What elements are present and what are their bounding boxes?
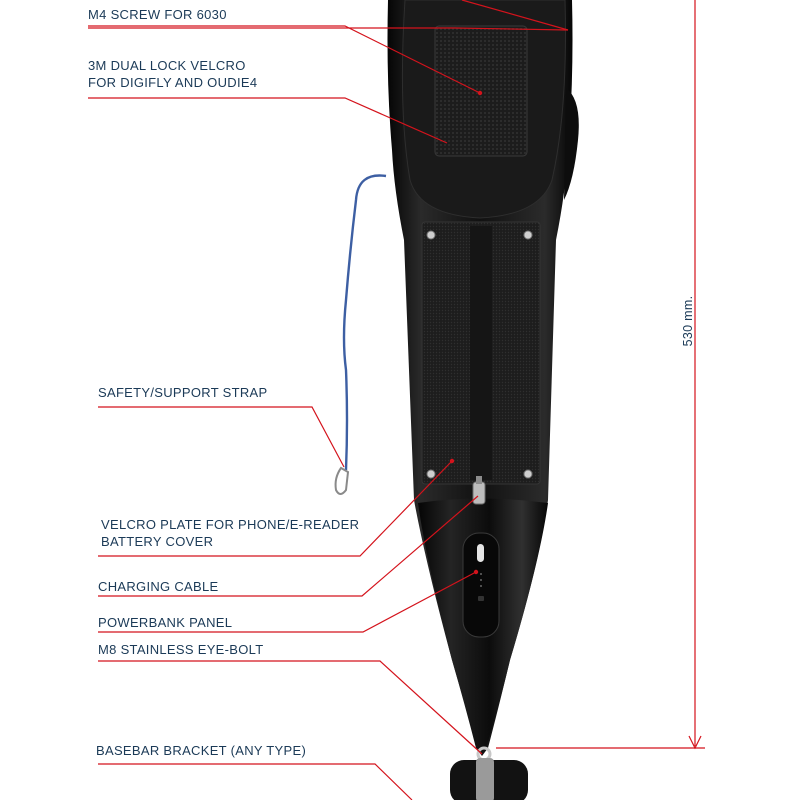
leader-charging-cable: [98, 495, 479, 597]
plate-screw: [523, 469, 533, 479]
leader-dot: [449, 458, 455, 464]
label-charging-cable: CHARGING CABLE: [98, 579, 219, 594]
label-powerbank-panel: POWERBANK PANEL: [98, 615, 233, 630]
safety-strap: [342, 174, 387, 471]
led-dot: [480, 585, 482, 587]
plate-screw: [426, 230, 436, 240]
label-dual-lock-line1: 3M DUAL LOCK VELCRO: [88, 58, 246, 73]
leader-velcro-plate: [98, 460, 453, 557]
leader-dot: [477, 90, 483, 96]
dual-lock-velcro-pad: [434, 25, 528, 157]
velcro-plate-center-strip: [470, 226, 492, 480]
label-eye-bolt: M8 STAINLESS EYE-BOLT: [98, 642, 264, 657]
leader-m4-screw: [88, 27, 569, 31]
leader-dual-lock-upper: [88, 25, 481, 94]
leader-m4-screw-top: [461, 0, 569, 31]
led-dot: [480, 579, 482, 581]
dimension-arrow: [688, 735, 702, 750]
label-safety-strap: SAFETY/SUPPORT STRAP: [98, 385, 268, 400]
side-bulge: [564, 88, 579, 200]
dimension-label: 530 mm.: [681, 295, 695, 347]
leader-basebar: [98, 763, 413, 801]
label-basebar-bracket: BASEBAR BRACKET (ANY TYPE): [96, 743, 307, 758]
label-m4-screw: M4 SCREW FOR 6030: [88, 7, 227, 22]
leader-safety-strap: [98, 406, 345, 468]
label-velcro-plate-line1: VELCRO PLATE FOR PHONE/E-READER: [101, 517, 360, 532]
strap-clip: [334, 466, 350, 495]
plate-screw: [523, 230, 533, 240]
power-button: [477, 544, 484, 562]
label-dual-lock-velcro: 3M DUAL LOCK VELCRO FOR DIGIFLY AND OUDI…: [88, 57, 257, 91]
leader-dual-lock: [88, 97, 448, 144]
label-velcro-plate-line2: BATTERY COVER: [101, 534, 214, 549]
label-dual-lock-line2: FOR DIGIFLY AND OUDIE4: [88, 75, 258, 90]
label-velcro-plate: VELCRO PLATE FOR PHONE/E-READER BATTERY …: [101, 516, 359, 550]
leader-dot: [473, 569, 479, 575]
charging-cable-tip: [476, 476, 482, 484]
leader-eye-bolt: [98, 660, 483, 755]
usb-port: [478, 596, 484, 601]
led-dot: [480, 573, 482, 575]
plate-screw: [426, 469, 436, 479]
basebar-bracket-clamp: [476, 758, 494, 802]
leader-lines: [88, 0, 705, 801]
charging-cable-connector: [472, 481, 486, 505]
leader-powerbank: [98, 571, 477, 633]
